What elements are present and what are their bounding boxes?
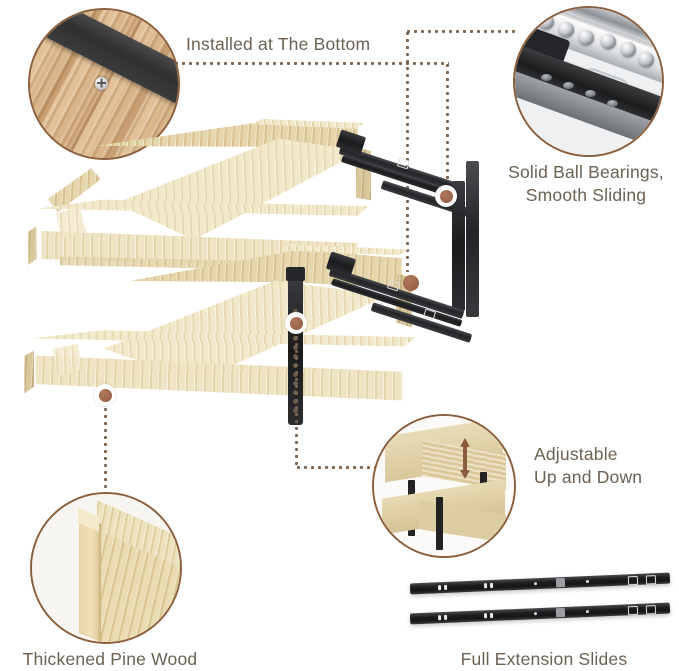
top-left-mounting-bracket-closeup — [28, 8, 180, 160]
bearing-scene — [515, 8, 662, 155]
lower-drawer-rim-back — [279, 244, 408, 256]
adjust-leg-front — [435, 497, 443, 551]
top-right-ball-bearing-closeup — [513, 6, 664, 157]
callout-pine-wood-label: Thickened Pine Wood — [22, 649, 198, 669]
callout-ball-bearings-label: Solid Ball Bearings, Smooth Sliding — [508, 162, 664, 206]
ball-bearing-icon — [559, 22, 574, 37]
upper-drawer-rim-back — [251, 119, 364, 129]
connector-installed-bottom-vertical — [446, 62, 449, 188]
lower-drawer-left-end — [24, 350, 34, 394]
connector-adjustable-horizontal — [295, 466, 379, 469]
frame-right-post-inner — [452, 181, 465, 311]
marker-installed-bottom — [400, 272, 422, 294]
callout-full-extension-label: Full Extension Slides — [460, 649, 628, 669]
ball-bearing-icon — [579, 30, 594, 45]
marker-pine-wood — [94, 384, 116, 406]
pine-thick-edge — [79, 514, 102, 642]
connector-bearings-horizontal — [405, 30, 517, 33]
bottom-middle-height-adjust-closeup — [372, 414, 516, 558]
ball-bearing-icon — [539, 14, 554, 29]
ball-bearing-icon — [621, 42, 636, 57]
marker-ball-bearings — [435, 185, 457, 207]
rail-dimple — [607, 100, 618, 107]
bottom-right-slide-pair — [404, 566, 679, 626]
connector-adjustable-vertical — [295, 334, 298, 468]
rail-dimple — [541, 74, 552, 81]
arrow-up-down-icon — [460, 437, 470, 479]
callout-installed-bottom-label: Installed at The Bottom — [186, 34, 371, 54]
rail-dimple — [585, 90, 596, 97]
drawer-slide-top — [409, 572, 671, 595]
screw-icon — [95, 76, 109, 90]
callout-adjustable-label: Adjustable Up and Down — [534, 444, 643, 488]
bottom-left-pine-corner-closeup — [30, 492, 182, 644]
connector-pine-wood-vertical — [104, 406, 107, 490]
adjustable-post-cap — [286, 267, 305, 281]
upper-drawer-left-end — [28, 226, 37, 265]
frame-right-post — [466, 161, 479, 317]
ball-bearing-icon — [601, 34, 616, 49]
marker-adjustable — [285, 312, 307, 334]
connector-installed-bottom-horizontal — [173, 62, 449, 65]
pine-scene — [32, 494, 180, 642]
connector-bearings-vertical — [406, 30, 409, 272]
rail-dimple — [563, 82, 574, 89]
drawer-slide-bottom — [409, 602, 671, 625]
product-illustration — [0, 95, 520, 445]
adjust-scene — [374, 416, 514, 556]
ball-bearing-icon — [639, 52, 654, 67]
